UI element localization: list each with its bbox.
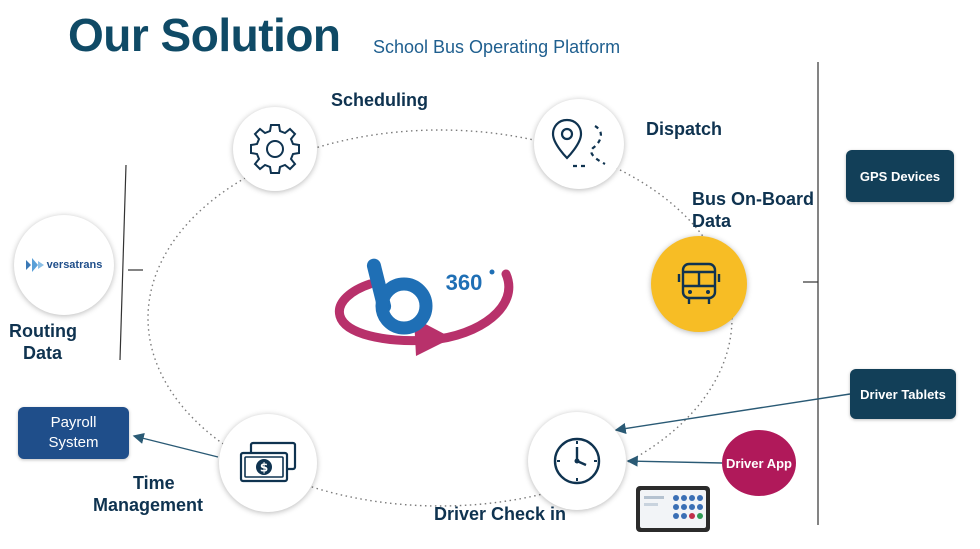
page-title: Our Solution [68, 9, 341, 61]
routing-label: Routing Data [9, 321, 77, 363]
money-icon: $ [239, 441, 297, 483]
tablet-device-image [636, 486, 710, 532]
versatrans-mark-icon [25, 258, 44, 272]
tablets-arrow [614, 393, 851, 435]
gear-icon [250, 124, 300, 174]
scheduling-label: Scheduling [331, 90, 429, 110]
left-divider [119, 164, 127, 361]
bus-onboard-node [651, 236, 747, 332]
versatrans-logo: versatrans [25, 258, 103, 272]
driver-app-badge: Driver App [722, 430, 796, 496]
bus-onboard-label: Bus On-Board Data [692, 189, 815, 231]
logo-360-text: 360 [446, 270, 483, 295]
payroll-arrow [132, 432, 219, 458]
gps-devices-box: GPS Devices [846, 150, 954, 202]
map-pin-route-icon [551, 118, 606, 168]
dispatch-label: Dispatch [646, 119, 723, 139]
driver-checkin-label: Driver Check in [434, 504, 567, 524]
payroll-system-box: Payroll System [18, 407, 129, 459]
driver-app-arrow [626, 455, 723, 467]
page-subtitle: School Bus Operating Platform [373, 37, 621, 57]
time-management-node: $ [219, 414, 317, 512]
clock-icon [553, 437, 601, 485]
tablet-screen-icon [640, 490, 706, 528]
b360-logo-icon: 360 [334, 258, 514, 356]
dispatch-node [534, 99, 624, 189]
scheduling-node [233, 107, 317, 191]
b360-logo: 360 [330, 244, 530, 364]
bus-icon [677, 262, 721, 304]
driver-tablets-box: Driver Tablets [850, 369, 956, 419]
svg-text:$: $ [260, 461, 268, 475]
routing-node: versatrans [14, 215, 114, 315]
time-management-label: Time Management [93, 473, 204, 515]
versatrans-text: versatrans [46, 259, 103, 271]
driver-checkin-node [528, 412, 626, 510]
